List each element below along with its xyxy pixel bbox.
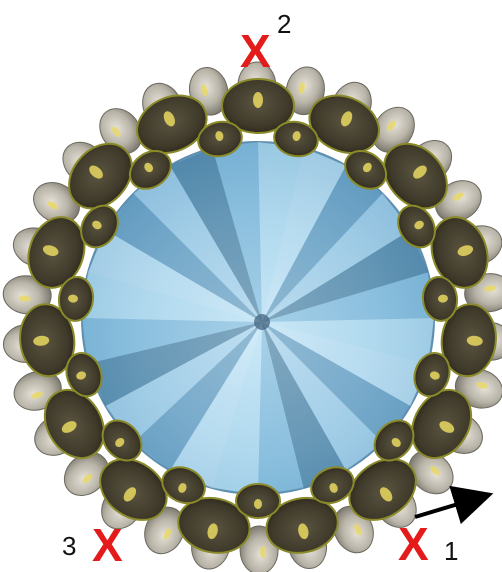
- marker-2: X 2: [240, 9, 291, 77]
- small-dark-bead: [236, 484, 280, 518]
- marker-number-3: 3: [62, 531, 76, 561]
- marker-number-2: 2: [277, 9, 291, 39]
- marker-1: X 1: [398, 518, 458, 570]
- arrow-right-icon: [415, 498, 478, 517]
- marker-3: 3 X: [62, 519, 123, 571]
- x-mark-icon: X: [398, 518, 429, 570]
- x-mark-icon: X: [240, 25, 271, 77]
- marker-number-1: 1: [444, 536, 458, 566]
- x-mark-icon: X: [92, 519, 123, 571]
